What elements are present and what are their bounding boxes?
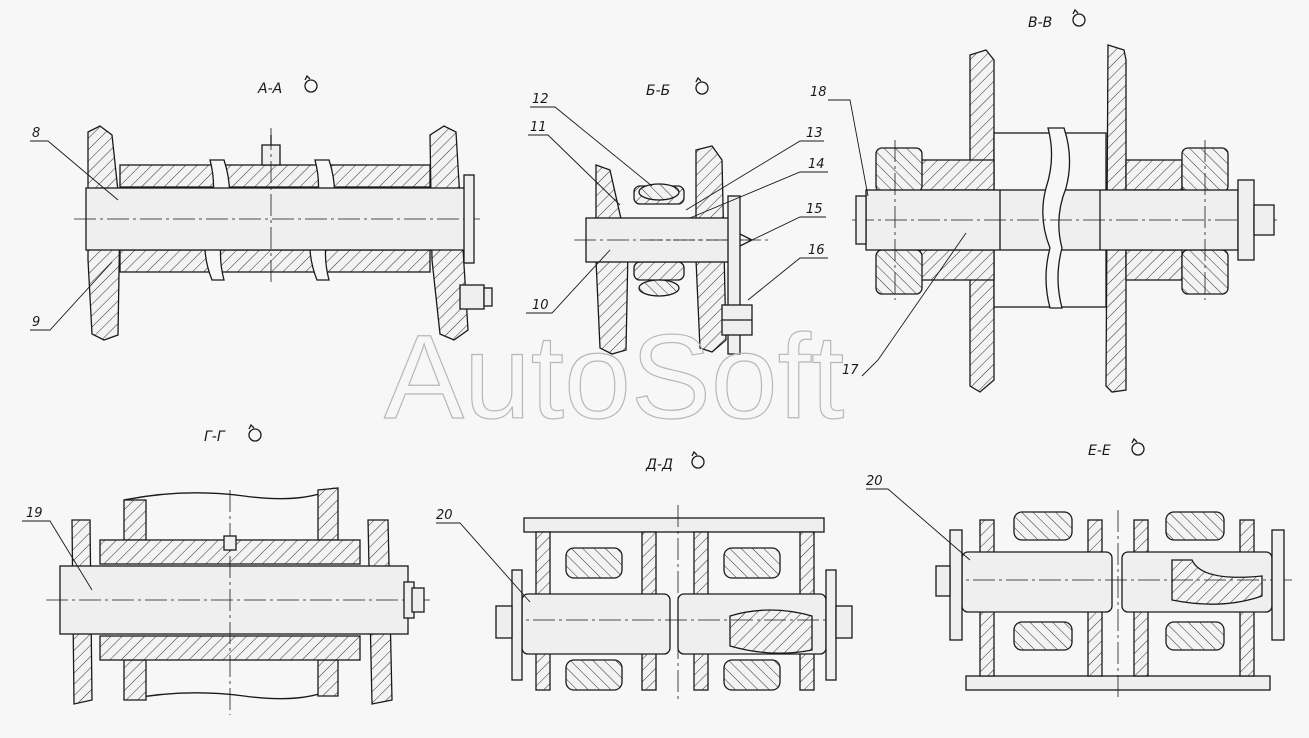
bolt xyxy=(459,284,485,310)
section-title-bb: Б-Б xyxy=(646,83,670,99)
callout-16: 16 xyxy=(808,243,825,258)
housing-bottom xyxy=(119,249,431,273)
section-title-ee: Е-Е xyxy=(1088,443,1111,459)
callout-12: 12 xyxy=(532,92,549,107)
callout-15: 15 xyxy=(806,202,823,217)
callout-20-dd: 20 xyxy=(436,508,453,523)
hub-left-bottom xyxy=(919,249,995,281)
shaft-ee-left xyxy=(961,551,1113,613)
callout-13: 13 xyxy=(806,126,823,141)
wheel-left-bottom xyxy=(875,249,923,295)
section-dd xyxy=(495,505,853,700)
section-title-aa: А-А xyxy=(257,81,282,97)
callout-8: 8 xyxy=(32,126,40,141)
callout-17: 17 xyxy=(842,363,859,378)
wheel-left-top xyxy=(875,147,923,193)
section-vv xyxy=(852,44,1280,393)
hub-left-top xyxy=(919,159,995,191)
rotation-circle-icon xyxy=(248,423,262,442)
callout-20-ee: 20 xyxy=(866,474,883,489)
section-title-gg: Г-Г xyxy=(204,429,226,445)
section-gg xyxy=(46,487,430,715)
callout-labels: 8 9 10 11 12 13 14 15 16 17 18 19 20 20 xyxy=(26,85,883,523)
section-titles: А-А Б-Б В-В Г-Г Д-Д Е-Е xyxy=(204,8,1145,473)
callout-14: 14 xyxy=(808,157,825,172)
watermark: AutoSoft xyxy=(384,310,844,444)
rotation-circle-icon xyxy=(695,76,709,95)
hub-right-bottom xyxy=(1125,249,1183,281)
top-bar-dd xyxy=(523,517,825,533)
shaft-dd-left xyxy=(521,593,671,655)
section-bb xyxy=(574,145,770,355)
callout-11: 11 xyxy=(530,120,547,135)
rotation-circle-icon xyxy=(691,450,705,469)
callout-9: 9 xyxy=(32,315,40,330)
hub-right-top xyxy=(1125,159,1183,191)
callout-10: 10 xyxy=(532,298,549,313)
flange xyxy=(463,174,475,264)
rotation-circle-icon xyxy=(304,74,318,93)
callout-18: 18 xyxy=(810,85,827,100)
section-ee xyxy=(935,510,1292,700)
housing-top xyxy=(119,164,431,188)
bearing-bottom xyxy=(633,261,685,281)
leaders xyxy=(22,99,971,603)
section-title-dd: Д-Д xyxy=(645,457,673,473)
rotation-circle-icon xyxy=(1131,437,1145,456)
rotation-circle-icon xyxy=(1072,8,1086,27)
section-aa xyxy=(74,125,493,341)
section-title-vv: В-В xyxy=(1028,15,1052,31)
callout-19: 19 xyxy=(26,506,43,521)
